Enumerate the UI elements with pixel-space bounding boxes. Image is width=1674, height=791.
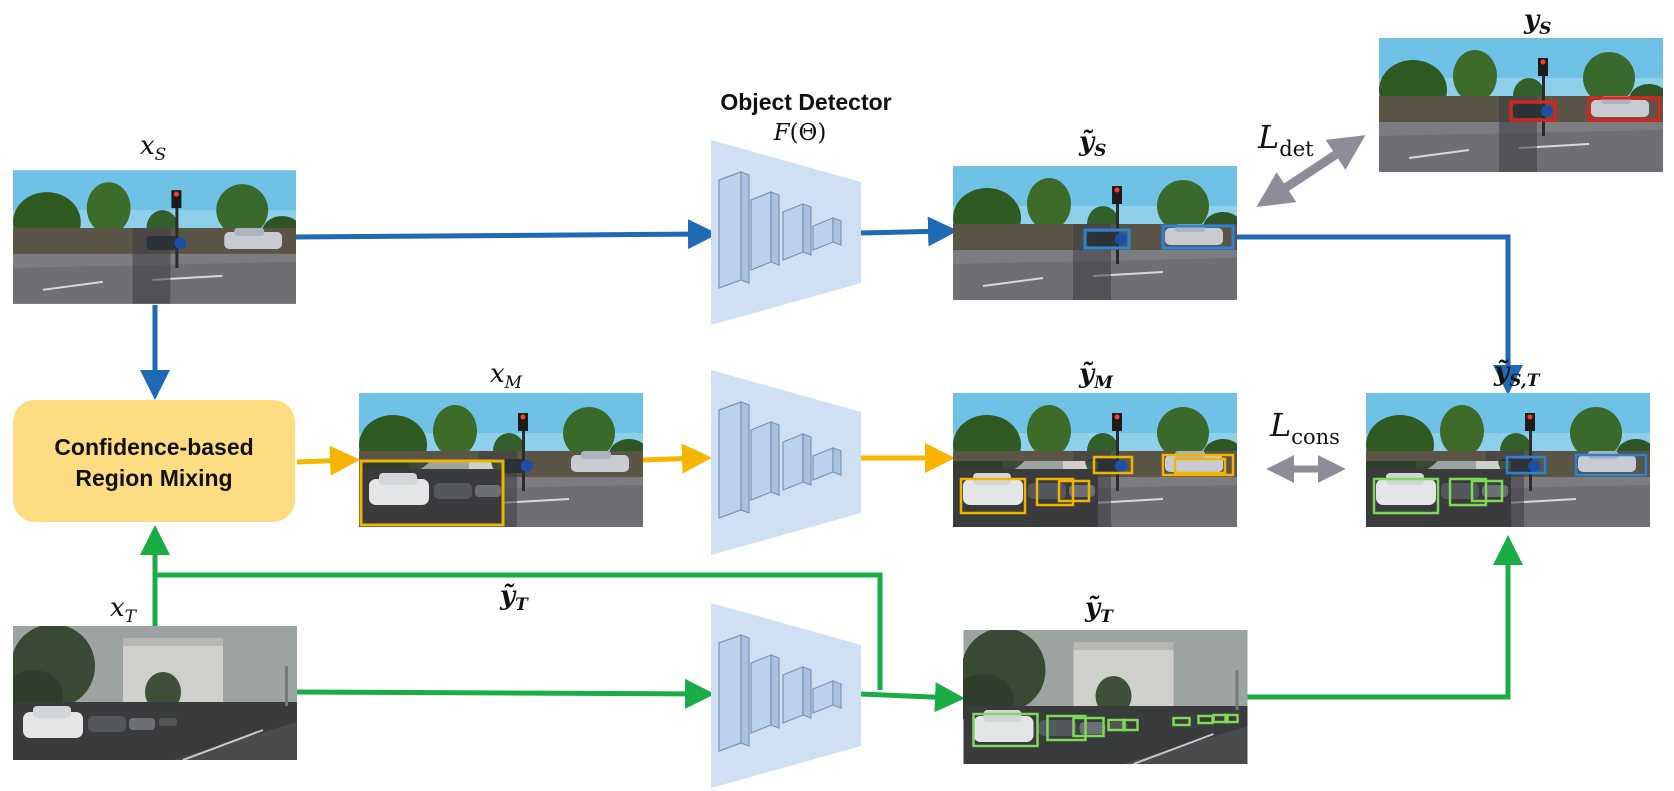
pred-box [1224, 713, 1239, 724]
arrow-xm-to-detector [642, 443, 712, 474]
label-yt-t: ỹT [1084, 593, 1114, 627]
image-target [13, 626, 297, 760]
arrow-xt-to-detector [294, 678, 715, 709]
pred-box [1161, 453, 1235, 477]
pred-box [1212, 713, 1229, 724]
arrow-ys-to-yst [1235, 234, 1523, 395]
image-source [13, 170, 296, 304]
label-x-t: xT [110, 593, 138, 627]
detector-target [711, 603, 861, 788]
image-combined-pseudo-labels [1356, 391, 1656, 527]
label-yt-st: ỹS,T [1493, 357, 1541, 391]
label-yt-s: ỹS [1078, 127, 1106, 161]
pred-box [1172, 716, 1191, 727]
pred-box [1083, 228, 1131, 250]
label-x-s: xS [140, 131, 166, 165]
image-mixed-prediction [943, 391, 1243, 527]
mixing-box-line2: Region Mixing [75, 465, 232, 491]
arrow-yt-feedback-line [152, 572, 883, 690]
mixing-box-line1: Confidence-based [54, 434, 253, 460]
pred-box [1505, 455, 1547, 475]
pred-box [1161, 224, 1235, 250]
pred-box [1072, 716, 1105, 738]
label-yt-m: ỹM [1078, 359, 1114, 393]
pred-box [1470, 479, 1504, 503]
arrow-xs-to-detector [294, 219, 718, 250]
loss-arrows [1256, 135, 1366, 483]
image-target-prediction [963, 630, 1248, 764]
gt-box [1587, 96, 1661, 122]
arrow-mixing-to-xm [296, 445, 360, 476]
label-y-s: yS [1523, 5, 1551, 39]
label-x-m: xM [490, 359, 523, 393]
arrow-yt-to-yst [1245, 535, 1523, 700]
label-cons-loss: Lcons [1269, 406, 1340, 449]
pred-box [972, 712, 1039, 748]
source-arrows [140, 216, 1523, 400]
image-source-ground-truth [1379, 38, 1663, 172]
pred-box [1372, 477, 1440, 515]
pred-box [1122, 718, 1139, 732]
detector-mixed [711, 370, 861, 555]
label-yt-t-path: ỹT [499, 581, 529, 615]
pred-box [1574, 453, 1648, 477]
pred-box [1173, 457, 1227, 475]
target-arrows [140, 525, 1523, 713]
arrow-detector-to-ys [859, 216, 958, 247]
pred-box [1057, 479, 1091, 503]
image-mixed [349, 391, 649, 527]
arrow-det-loss [1256, 135, 1366, 207]
pred-box [1035, 477, 1075, 507]
pred-box [1448, 477, 1488, 507]
detector-function: F(Θ) [773, 120, 827, 146]
gt-box [1509, 100, 1557, 122]
detector-title: Object Detector [720, 89, 891, 115]
pred-box [959, 477, 1027, 515]
pred-box [1092, 455, 1134, 475]
label-det-loss: Ldet [1257, 118, 1314, 161]
mixed-arrows [296, 443, 955, 476]
image-source-prediction [953, 166, 1237, 300]
mixing-box: Confidence-based Region Mixing [13, 400, 295, 522]
mixed-region-box [359, 459, 505, 527]
pred-box [1046, 714, 1087, 742]
detector-source [711, 140, 861, 325]
arrow-detector-to-yt [859, 682, 965, 713]
